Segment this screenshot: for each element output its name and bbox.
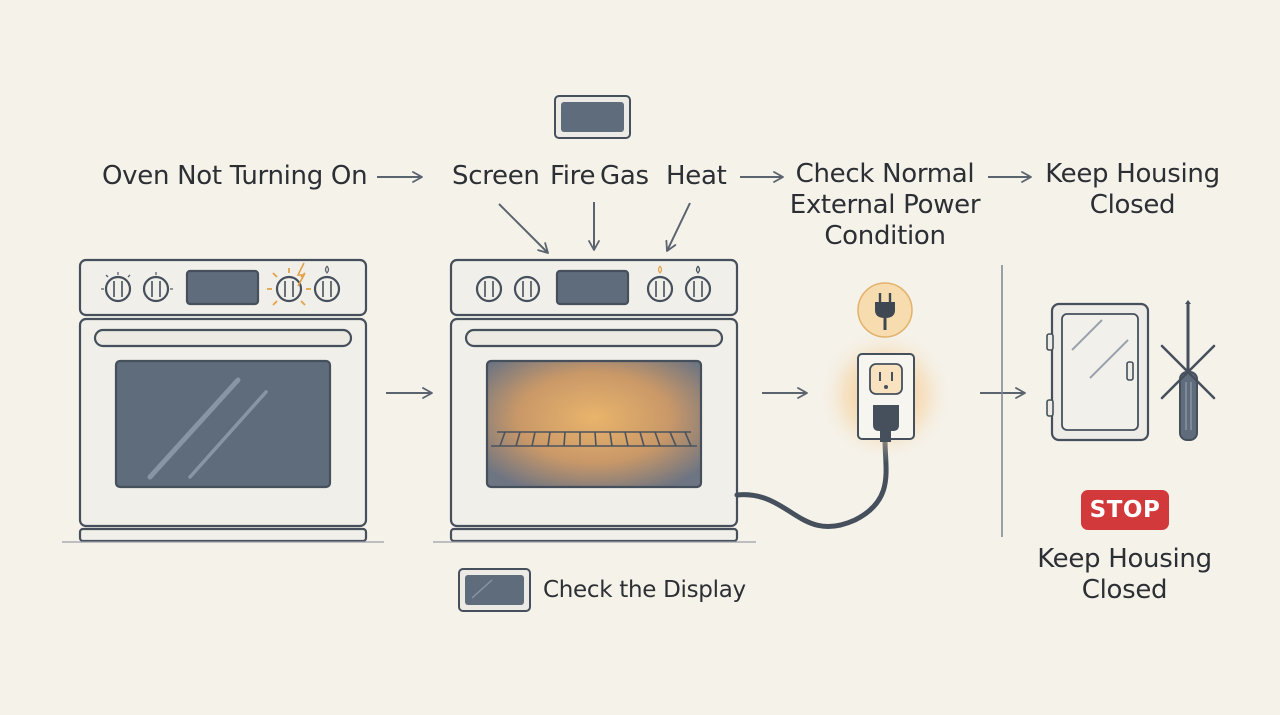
stop-badge: STOP <box>1081 490 1169 530</box>
display-icon <box>554 95 631 139</box>
arrow-icon <box>498 203 549 254</box>
check-power-line1: Check Normal <box>795 159 975 189</box>
plug-icon <box>857 282 913 338</box>
keep-bottom-line1: Keep Housing <box>1037 544 1212 574</box>
keep-top-line1: Keep Housing <box>1045 159 1220 189</box>
keep-housing-bottom-label: Keep Housing Closed <box>1027 544 1222 606</box>
check-display-label: Check the Display <box>543 577 746 603</box>
spark-icon <box>267 262 311 306</box>
start-label: Oven Not Turning On <box>102 161 368 191</box>
keep-top-line2: Closed <box>1089 190 1176 220</box>
gas-label: Gas <box>600 161 649 191</box>
housing-panel-icon <box>1046 302 1150 442</box>
cross-icon <box>1160 344 1216 400</box>
power-cord <box>734 437 889 529</box>
keep-bottom-line2: Closed <box>1081 575 1168 605</box>
check-power-line2: External Power <box>789 190 981 220</box>
oven-icon <box>62 258 384 543</box>
oven-rack <box>491 431 697 447</box>
oven-icon <box>433 258 756 543</box>
arrow-icon <box>665 202 691 252</box>
heat-label: Heat <box>666 161 727 191</box>
screen-label: Screen <box>452 161 540 191</box>
check-power-line3: Condition <box>824 221 946 251</box>
check-power-label: Check Normal External Power Condition <box>785 159 985 252</box>
display-icon <box>458 568 531 612</box>
outlet-icon <box>857 353 915 442</box>
knob-ticks <box>101 265 330 290</box>
fire-label: Fire <box>550 161 596 191</box>
keep-housing-top-label: Keep Housing Closed <box>1035 159 1230 221</box>
